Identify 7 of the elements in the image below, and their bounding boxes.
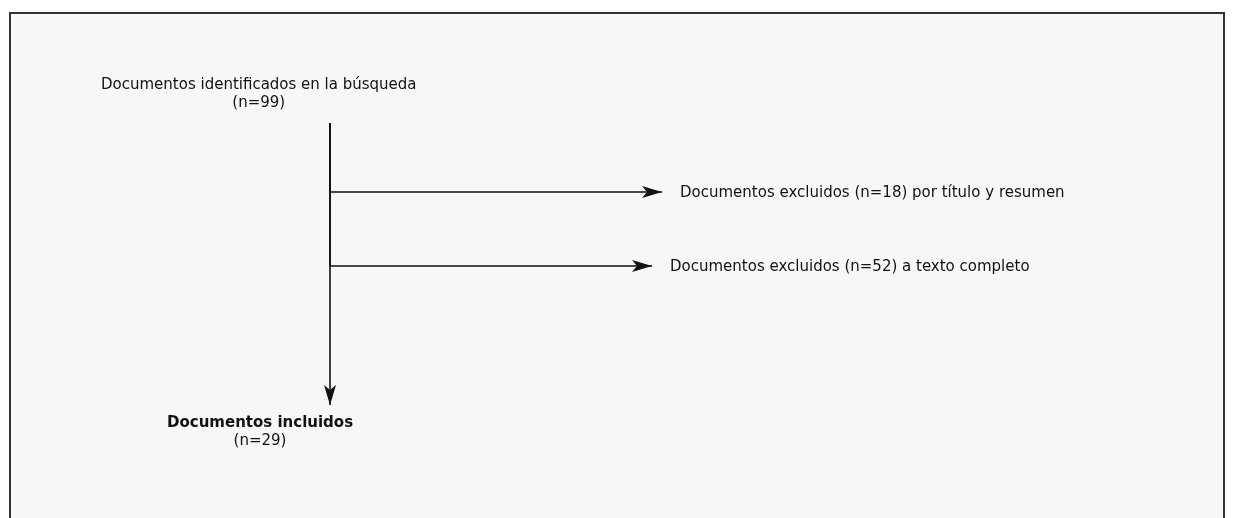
count-text: (n=99) — [231, 93, 287, 111]
arrow — [329, 122, 653, 272]
exclusion-text: Documentos excluidos (n=18) por título y resumen — [680, 183, 1065, 201]
included-heading: Documentos incluidos — [167, 413, 354, 431]
exclusion-text: Documentos excluidos (n=52) a texto completo — [670, 257, 1030, 275]
count-text: (n=29) — [232, 431, 288, 449]
search-result-text: Documentos identificados en la búsqueda — [101, 75, 417, 93]
